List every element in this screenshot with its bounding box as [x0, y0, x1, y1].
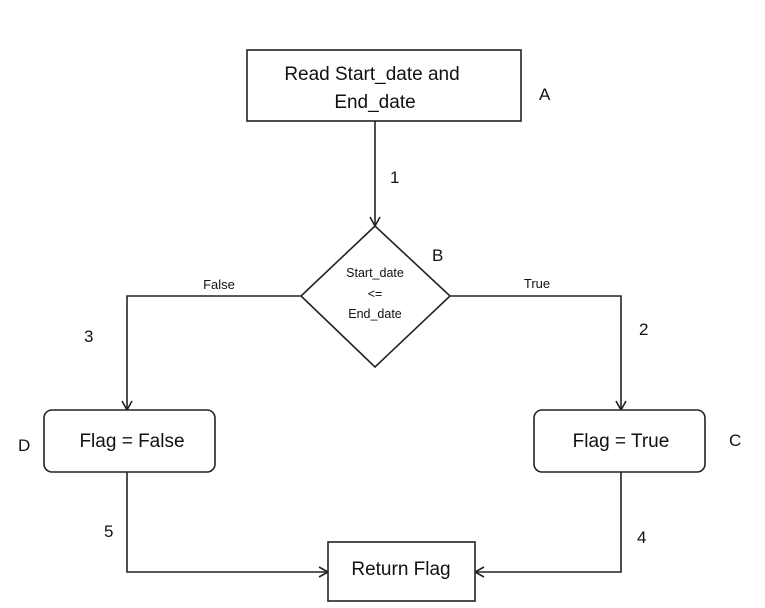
node-b-decision: Start_date <= End_date [299, 224, 452, 369]
node-b-line-3: End_date [348, 307, 402, 321]
node-a-letter: A [539, 85, 551, 104]
edge-1-number: 1 [390, 168, 399, 187]
node-e-box [327, 541, 476, 602]
node-d-box [43, 409, 216, 473]
node-b-line-2: <= [368, 287, 383, 301]
node-d-flag-false: Flag = False [43, 409, 216, 473]
edge-2-number: 2 [639, 320, 648, 339]
edge-4: 4 [473, 472, 646, 578]
node-a-line-1: Read Start_date and [284, 64, 459, 85]
node-e-return-flag: Return Flag [327, 541, 476, 602]
node-c-flag-true: Flag = True [533, 409, 706, 473]
node-b-letter: B [432, 246, 443, 265]
edge-1: 1 [369, 121, 399, 228]
node-a-read-dates: Read Start_date and End_date [246, 49, 522, 122]
edge-2-line [450, 295, 627, 412]
edge-4-line [473, 472, 622, 578]
node-a-box [246, 49, 522, 122]
node-b-line-1: Start_date [346, 266, 404, 280]
node-c-box [533, 409, 706, 473]
edge-3-number: 3 [84, 327, 93, 346]
node-d-text: Flag = False [79, 431, 184, 452]
edge-5: 5 [104, 472, 330, 578]
edge-5-line [126, 472, 330, 578]
edge-2-label: True [524, 276, 550, 291]
node-e-text: Return Flag [351, 559, 450, 580]
node-b-diamond [299, 224, 452, 369]
edge-3-label: False [203, 277, 235, 292]
edge-4-number: 4 [637, 528, 646, 547]
node-c-text: Flag = True [573, 431, 670, 452]
edge-3: False 3 [84, 277, 301, 412]
node-a-line-2: End_date [334, 92, 415, 113]
edge-5-number: 5 [104, 522, 113, 541]
edge-3-line [121, 295, 301, 412]
node-c-letter: C [729, 431, 741, 450]
node-d-letter: D [18, 436, 30, 455]
edge-2: True 2 [450, 276, 648, 412]
